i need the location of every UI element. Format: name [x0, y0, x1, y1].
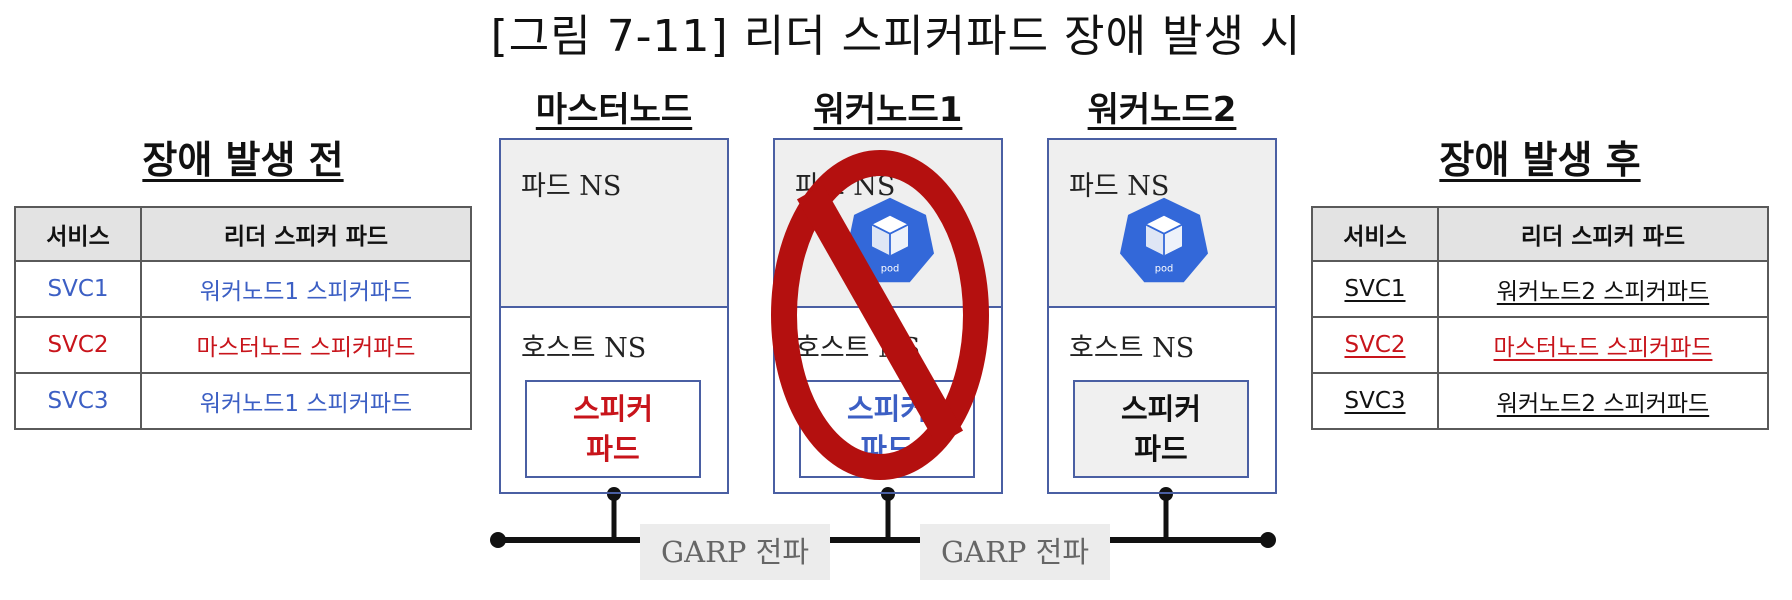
prohibit-icon — [771, 150, 989, 480]
pod-icon: pod — [1120, 197, 1208, 283]
before-heading: 장애 발생 전 — [142, 138, 344, 182]
pod-icon: pod — [846, 197, 934, 283]
figure-title: [그림 7-11] 리더 스피커파드 장애 발생 시 — [490, 11, 1302, 62]
speaker-pod: 스피커 파드 — [1073, 380, 1249, 478]
service-cell: SVC2 — [1311, 316, 1439, 374]
speaker-pod: 스피커 파드 — [525, 380, 701, 478]
table-row: SVC3 워커노드2 스피커파드 — [1311, 372, 1769, 430]
header-service: 서비스 — [14, 206, 142, 262]
worker2-node: 파드 NS pod 호스트 NS 스피커 파드 — [1047, 138, 1277, 494]
leader-cell: 워커노드1 스피커파드 — [140, 372, 472, 430]
service-cell: SVC3 — [14, 372, 142, 430]
table-header-row: 서비스 리더 스피커 파드 — [1311, 206, 1769, 262]
leader-cell: 워커노드2 스피커파드 — [1437, 260, 1769, 318]
table-row: SVC2 마스터노드 스피커파드 — [14, 316, 472, 374]
pod-namespace — [501, 140, 727, 308]
after-table: 서비스 리더 스피커 파드 SVC1 워커노드2 스피커파드 SVC2 마스터노… — [1311, 206, 1769, 430]
header-leader: 리더 스피커 파드 — [1437, 206, 1769, 262]
node-connector-master — [607, 487, 621, 540]
before-table: 서비스 리더 스피커 파드 SVC1 워커노드1 스피커파드 SVC2 마스터노… — [14, 206, 472, 430]
garp-label: GARP 전파 — [920, 524, 1110, 580]
after-heading: 장애 발생 후 — [1439, 138, 1641, 182]
service-cell: SVC1 — [14, 260, 142, 318]
leader-cell: 워커노드1 스피커파드 — [140, 260, 472, 318]
table-row: SVC2 마스터노드 스피커파드 — [1311, 316, 1769, 374]
leader-cell: 마스터노드 스피커파드 — [140, 316, 472, 374]
node-connector-worker1 — [881, 487, 895, 540]
master-node: 파드 NS 호스트 NS 스피커 파드 — [499, 138, 729, 494]
svg-text:pod: pod — [1155, 263, 1174, 274]
svg-text:pod: pod — [881, 263, 900, 274]
host-ns-label: 호스트 NS — [521, 333, 647, 364]
master-node-label: 마스터노드 — [535, 90, 693, 130]
worker1-node-label: 워커노드1 — [813, 90, 963, 130]
pod-ns-label: 파드 NS — [1069, 171, 1170, 202]
worker2-node-label: 워커노드2 — [1087, 90, 1237, 130]
garp-label: GARP 전파 — [640, 524, 830, 580]
service-cell: SVC1 — [1311, 260, 1439, 318]
table-row: SVC3 워커노드1 스피커파드 — [14, 372, 472, 430]
bus-end-right — [1260, 532, 1276, 548]
header-service: 서비스 — [1311, 206, 1439, 262]
table-row: SVC1 워커노드1 스피커파드 — [14, 260, 472, 318]
table-row: SVC1 워커노드2 스피커파드 — [1311, 260, 1769, 318]
host-ns-label: 호스트 NS — [1069, 333, 1195, 364]
node-connector-worker2 — [1159, 487, 1173, 540]
bus-end-left — [490, 532, 506, 548]
pod-ns-label: 파드 NS — [521, 171, 622, 202]
service-cell: SVC3 — [1311, 372, 1439, 430]
leader-cell: 워커노드2 스피커파드 — [1437, 372, 1769, 430]
service-cell: SVC2 — [14, 316, 142, 374]
table-header-row: 서비스 리더 스피커 파드 — [14, 206, 472, 262]
header-leader: 리더 스피커 파드 — [140, 206, 472, 262]
leader-cell: 마스터노드 스피커파드 — [1437, 316, 1769, 374]
